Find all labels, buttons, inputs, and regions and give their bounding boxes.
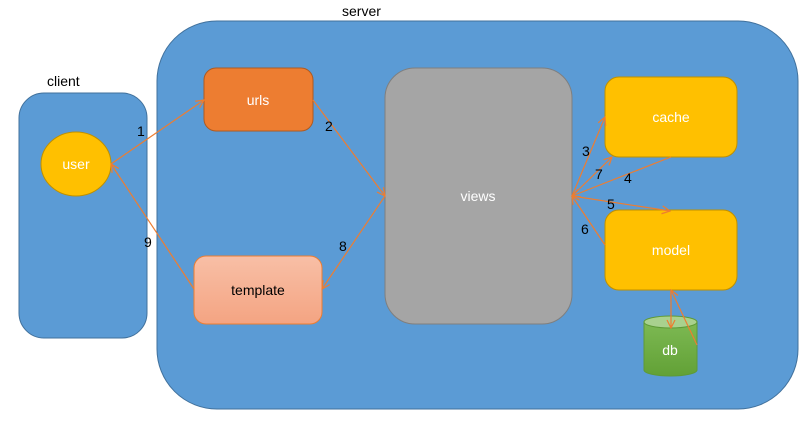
arrow-2: [312, 99, 385, 196]
arrow-5: [571, 195, 670, 211]
client-container: [18, 92, 148, 339]
arrow-db-model: [671, 290, 698, 346]
arrow-4: [572, 156, 672, 196]
arrow-1: [110, 100, 204, 165]
db-label: db: [662, 342, 678, 358]
step-label-4: 4: [624, 170, 632, 186]
arrows: [110, 99, 698, 346]
arrow-9: [111, 164, 195, 290]
arrow-8: [322, 195, 386, 289]
db-cylinder: [643, 315, 698, 377]
client-label: client: [47, 73, 80, 89]
template-label: template: [231, 282, 285, 298]
views-label: views: [460, 188, 495, 204]
step-label-9: 9: [144, 234, 152, 250]
step-label-8: 8: [339, 238, 347, 254]
step-label-3: 3: [582, 143, 590, 159]
step-label-6: 6: [581, 221, 589, 237]
urls-label: urls: [247, 92, 270, 108]
step-label-7: 7: [595, 166, 603, 182]
model-label: model: [652, 242, 690, 258]
arrow-3: [571, 117, 605, 197]
user-label: user: [62, 156, 90, 172]
step-label-2: 2: [325, 118, 333, 134]
server-label: server: [342, 3, 381, 19]
step-label-5: 5: [607, 196, 615, 212]
cache-label: cache: [652, 109, 690, 125]
arrow-6: [572, 196, 606, 246]
step-label-1: 1: [137, 123, 145, 139]
